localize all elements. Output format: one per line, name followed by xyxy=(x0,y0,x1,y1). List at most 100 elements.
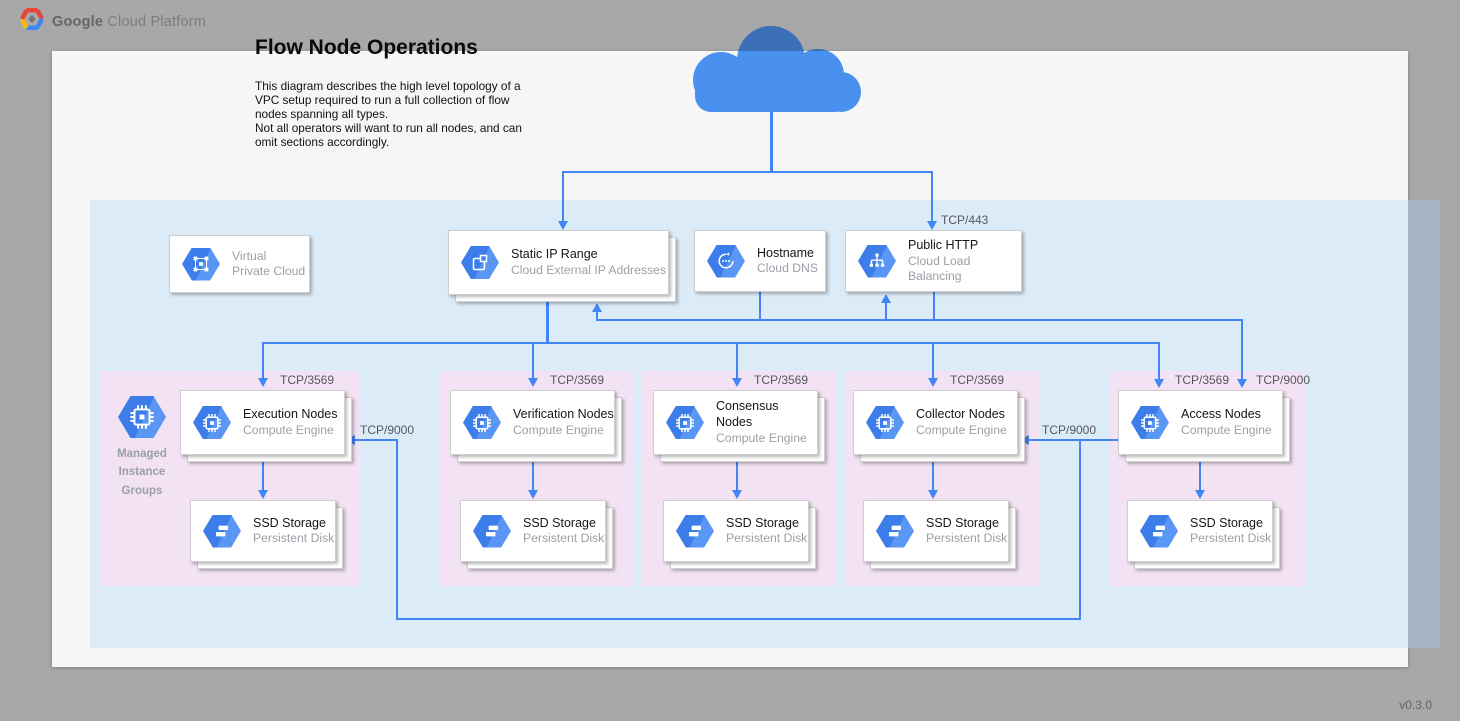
card-title: Static IP Range xyxy=(511,247,598,262)
flow-edge xyxy=(1028,439,1118,441)
card-ssd-storage-access: SSD Storage Persistent Disk xyxy=(1127,500,1273,562)
card-subtitle: Persistent Disk xyxy=(523,531,605,546)
flow-edge xyxy=(736,455,738,491)
internet-cloud-icon xyxy=(683,20,863,112)
flow-edge xyxy=(562,171,564,222)
card-public-http: Public HTTP Cloud Load Balancing xyxy=(845,230,1022,292)
card-subtitle: Virtual Private Cloud xyxy=(232,248,306,278)
persistent-disk-icon xyxy=(1140,514,1178,548)
card-subtitle: Persistent Disk xyxy=(726,531,808,546)
card-title: Access Nodes xyxy=(1181,407,1261,422)
managed-instance-groups-label: Managed Instance Groups xyxy=(117,448,167,497)
flow-edge xyxy=(546,295,549,344)
flow-edge xyxy=(1079,439,1081,620)
arrowhead-down xyxy=(1195,490,1205,499)
port-label-consensus: TCP/3569 xyxy=(754,373,809,387)
card-ssd-storage-consensus: SSD Storage Persistent Disk xyxy=(663,500,809,562)
card-static-ip-range: Static IP Range Cloud External IP Addres… xyxy=(448,230,669,295)
port-label-access: TCP/3569 xyxy=(1175,373,1230,387)
edge-label-tcp443: TCP/443 xyxy=(941,213,989,227)
card-title: SSD Storage xyxy=(926,515,999,530)
compute-engine-icon xyxy=(463,406,501,439)
arrowhead-down xyxy=(1237,379,1247,388)
compute-engine-icon xyxy=(666,406,704,439)
card-subtitle: Persistent Disk xyxy=(1190,531,1272,546)
card-collector-nodes: Collector Nodes Compute Engine xyxy=(853,390,1018,455)
card-title: SSD Storage xyxy=(726,515,799,530)
cloud-load-balancing-icon xyxy=(858,244,896,278)
flow-edge xyxy=(885,302,887,321)
card-subtitle: Compute Engine xyxy=(1181,422,1272,437)
arrowhead-down xyxy=(928,378,938,387)
flow-edge xyxy=(736,342,738,379)
card-ssd-storage-collector: SSD Storage Persistent Disk xyxy=(863,500,1009,562)
managed-instance-groups-icon xyxy=(118,396,166,438)
persistent-disk-icon xyxy=(473,514,511,548)
arrowhead-down xyxy=(258,378,268,387)
external-ip-address-icon xyxy=(461,246,499,279)
flow-edge xyxy=(1241,319,1243,380)
card-subtitle: Compute Engine xyxy=(916,422,1007,437)
card-execution-nodes: Execution Nodes Compute Engine xyxy=(180,390,345,455)
vpc-zone-overflow xyxy=(1408,200,1440,648)
card-subtitle: Compute Engine xyxy=(243,422,334,437)
arrowhead-down xyxy=(558,221,568,230)
port-label-verification: TCP/3569 xyxy=(550,373,605,387)
port-label-collector: TCP/3569 xyxy=(950,373,1005,387)
flow-edge xyxy=(770,112,773,173)
card-ssd-storage-verification: SSD Storage Persistent Disk xyxy=(460,500,606,562)
arrowhead-down xyxy=(927,221,937,230)
flow-edge xyxy=(931,171,933,222)
compute-engine-icon xyxy=(193,406,231,439)
flow-edge xyxy=(933,292,935,321)
card-title: SSD Storage xyxy=(253,515,326,530)
card-subtitle: Persistent Disk xyxy=(253,531,335,546)
card-title: SSD Storage xyxy=(523,515,596,530)
arrowhead-up xyxy=(881,294,891,303)
port-label-collector-9000: TCP/9000 xyxy=(1042,423,1097,437)
card-title: Consensus Nodes xyxy=(716,399,779,429)
card-title: Verification Nodes xyxy=(513,407,614,422)
arrowhead-down xyxy=(732,378,742,387)
persistent-disk-icon xyxy=(203,514,241,548)
arrowhead-up xyxy=(592,303,602,312)
arrowhead-down xyxy=(528,378,538,387)
flow-edge xyxy=(1199,455,1201,491)
persistent-disk-icon xyxy=(676,514,714,548)
arrowhead-down xyxy=(258,490,268,499)
port-label-execution: TCP/3569 xyxy=(280,373,335,387)
flow-edge xyxy=(396,439,398,620)
card-hostname: Hostname Cloud DNS xyxy=(694,230,826,292)
flow-edge xyxy=(396,618,1081,620)
flow-edge xyxy=(1158,342,1160,380)
cloud-dns-icon xyxy=(707,244,745,278)
compute-engine-icon xyxy=(866,406,904,439)
port-label-access-9000: TCP/9000 xyxy=(1256,373,1311,387)
flow-edge xyxy=(596,319,1243,321)
arrowhead-down xyxy=(1154,379,1164,388)
card-verification-nodes: Verification Nodes Compute Engine xyxy=(450,390,615,455)
card-subtitle: Compute Engine xyxy=(513,422,604,437)
card-consensus-nodes: Consensus Nodes Compute Engine xyxy=(653,390,818,455)
persistent-disk-icon xyxy=(876,514,914,548)
flow-edge xyxy=(262,342,1160,344)
flow-edge xyxy=(262,342,264,379)
card-access-nodes: Access Nodes Compute Engine xyxy=(1118,390,1283,455)
flow-edge xyxy=(262,455,264,491)
flow-edge xyxy=(562,171,933,173)
flow-edge xyxy=(354,439,398,441)
card-title: Public HTTP xyxy=(908,237,979,252)
flow-edge xyxy=(932,455,934,491)
card-subtitle: Cloud DNS xyxy=(757,261,818,276)
card-subtitle: Persistent Disk xyxy=(926,531,1008,546)
virtual-private-cloud-icon xyxy=(182,247,220,281)
port-label-loop-9000: TCP/9000 xyxy=(360,423,415,437)
arrowhead-down xyxy=(528,490,538,499)
page-description: This diagram describes the high level to… xyxy=(255,79,522,150)
gcp-logo-text: Google Cloud Platform xyxy=(52,13,207,30)
card-ssd-storage-execution: SSD Storage Persistent Disk xyxy=(190,500,336,562)
compute-engine-icon xyxy=(1131,406,1169,439)
flow-edge xyxy=(759,292,761,321)
gcp-logo: Google Cloud Platform xyxy=(20,8,206,35)
arrowhead-down xyxy=(928,490,938,499)
